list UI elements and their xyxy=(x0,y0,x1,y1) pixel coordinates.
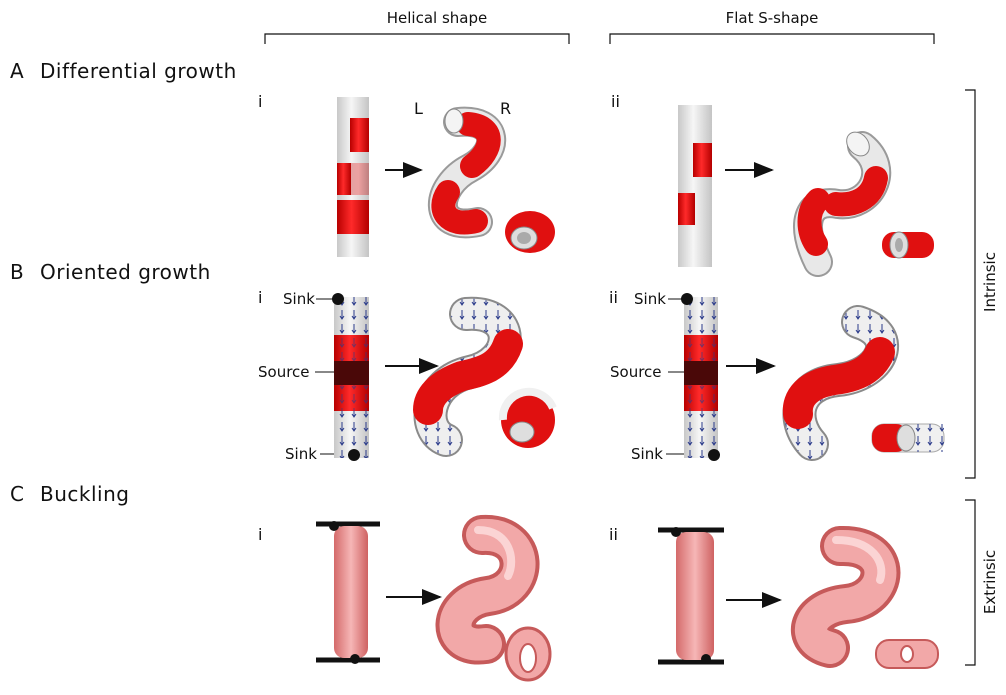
straight-tube-b-ii xyxy=(684,297,718,458)
orientation-left-label: L xyxy=(414,99,423,118)
clamp-point-top-c-i xyxy=(329,521,339,531)
ring-end-view-c-ii xyxy=(876,640,938,668)
helical-tube-a-i xyxy=(443,109,491,223)
sink-point-bottom-b-ii xyxy=(708,449,720,461)
ring-end-view-c-i xyxy=(506,628,550,680)
row-b-title: Oriented growth xyxy=(40,260,211,284)
column-bracket-flat xyxy=(610,34,934,44)
clamp-point-bottom-c-i xyxy=(350,654,360,664)
extrinsic-label: Extrinsic xyxy=(981,550,999,614)
clamp-point-bottom-c-ii xyxy=(701,654,711,664)
straight-rod-c-i xyxy=(334,526,368,658)
straight-tube-b-i xyxy=(334,297,369,458)
source-label-b-ii: Source xyxy=(610,363,662,381)
helical-tube-b-i xyxy=(428,314,508,440)
panel-a-i: i L R xyxy=(258,92,555,257)
orientation-right-label: R xyxy=(500,99,511,118)
sub-label-c-ii: ii xyxy=(609,525,618,544)
row-a-title: Differential growth xyxy=(40,59,237,83)
row-a-letter: A xyxy=(10,59,24,83)
row-b-letter: B xyxy=(10,260,24,284)
sub-label-c-i: i xyxy=(258,525,262,544)
panel-c-i: i xyxy=(258,521,550,680)
panel-b-ii: ii Sink Source Sink xyxy=(609,288,944,463)
ring-end-view-a-ii xyxy=(882,232,934,258)
straight-tube-a-i xyxy=(337,97,369,257)
sink-label-b-i-top: Sink xyxy=(283,290,315,308)
sub-label-b-i: i xyxy=(258,288,262,307)
panel-b-i: i Sink Source Sink xyxy=(258,288,555,463)
sink-point-bottom-b-i xyxy=(348,449,360,461)
row-c-title: Buckling xyxy=(40,482,129,506)
extrinsic-bracket xyxy=(965,500,975,665)
buckled-helix-c-i xyxy=(455,530,519,645)
sink-point-top-b-i xyxy=(332,293,344,305)
ring-end-view-a-i xyxy=(505,211,555,253)
column-bracket-helical xyxy=(265,34,569,44)
ring-end-view-b-ii xyxy=(872,424,944,452)
s-shape-tube-b-ii xyxy=(798,322,882,444)
clamp-point-top-c-ii xyxy=(671,527,681,537)
panel-c-ii: ii xyxy=(609,525,938,668)
row-c-letter: C xyxy=(10,482,24,506)
sink-label-b-ii-top: Sink xyxy=(634,290,666,308)
straight-tube-a-ii xyxy=(678,105,712,267)
panel-a-ii: ii xyxy=(611,92,934,267)
buckled-s-shape-c-ii xyxy=(811,540,881,648)
s-shape-tube-a-ii xyxy=(808,128,876,262)
source-label-b-i: Source xyxy=(258,363,310,381)
intrinsic-label: Intrinsic xyxy=(981,252,999,312)
sink-label-b-ii-bottom: Sink xyxy=(631,445,663,463)
sink-label-b-i-bottom: Sink xyxy=(285,445,317,463)
sub-label-a-i: i xyxy=(258,92,262,111)
ring-end-view-b-i xyxy=(501,392,555,448)
sub-label-b-ii: ii xyxy=(609,288,618,307)
column-title-flat: Flat S-shape xyxy=(726,9,819,27)
straight-rod-c-ii xyxy=(676,532,714,660)
sink-point-top-b-ii xyxy=(681,293,693,305)
column-title-helical: Helical shape xyxy=(387,9,487,27)
sub-label-a-ii: ii xyxy=(611,92,620,111)
intrinsic-bracket xyxy=(965,90,975,478)
